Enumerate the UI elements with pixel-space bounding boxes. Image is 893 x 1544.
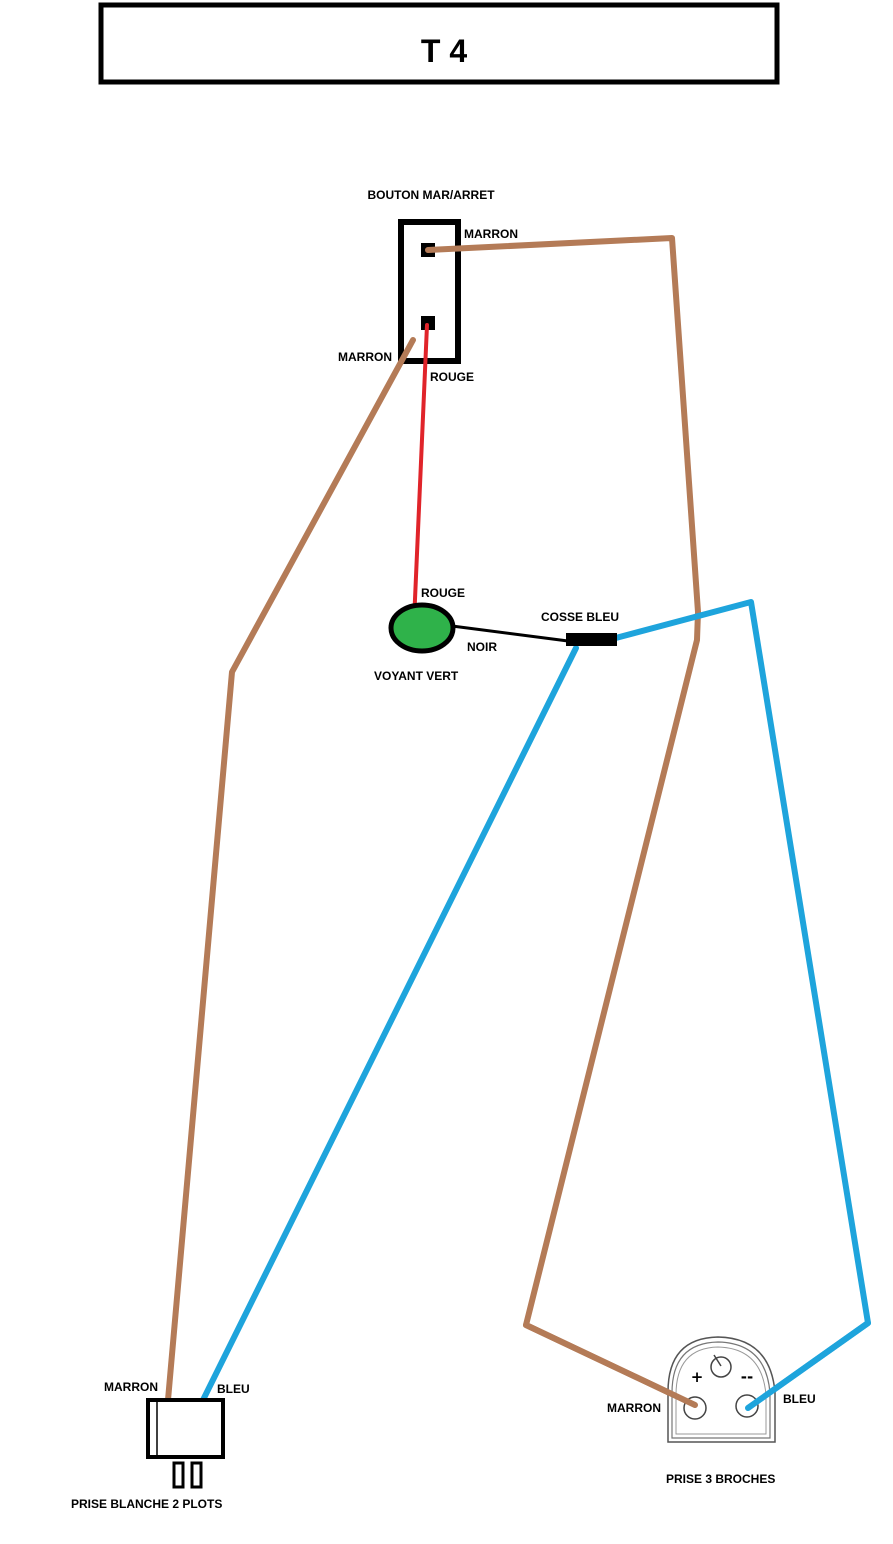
socket-earth-pin bbox=[710, 1356, 732, 1378]
green-lamp bbox=[388, 602, 456, 654]
lamp-label: VOYANT VERT bbox=[374, 669, 459, 683]
title-box: T 4 bbox=[98, 2, 780, 85]
socket-bleu-label: BLEU bbox=[783, 1392, 816, 1406]
page-title: T 4 bbox=[421, 33, 467, 69]
plug-marron-label: MARRON bbox=[104, 1380, 158, 1394]
switch-terminal-bottom bbox=[421, 316, 435, 330]
socket-label: PRISE 3 BROCHES bbox=[666, 1472, 775, 1486]
switch bbox=[398, 219, 461, 364]
lamp-noir-label: NOIR bbox=[467, 640, 497, 654]
socket-marron-label: MARRON bbox=[607, 1401, 661, 1415]
switch-label: BOUTON MAR/ARRET bbox=[367, 188, 495, 202]
blue-connector bbox=[566, 633, 617, 646]
wire-rouge bbox=[412, 323, 429, 624]
plug-pin-left bbox=[172, 1461, 185, 1489]
plug-body bbox=[146, 1398, 225, 1459]
plug-pin-right bbox=[190, 1461, 203, 1489]
wire-noir bbox=[451, 624, 569, 643]
plug-2-pin bbox=[146, 1398, 225, 1489]
wire-marron-switch-to-plug bbox=[165, 337, 416, 1403]
wire-marron-switch-to-socket bbox=[425, 235, 701, 1408]
wire-bleu-to-plug bbox=[199, 645, 579, 1405]
switch-bottom-marron-label: MARRON bbox=[338, 350, 392, 364]
plug-bleu-label: BLEU bbox=[217, 1382, 250, 1396]
connector-label: COSSE BLEU bbox=[541, 610, 619, 624]
plug-label: PRISE BLANCHE 2 PLOTS bbox=[71, 1497, 222, 1511]
wire-bleu-to-socket bbox=[609, 599, 871, 1411]
switch-top-marron-label: MARRON bbox=[464, 227, 518, 241]
socket-3-pin: + -- bbox=[667, 1336, 776, 1443]
switch-rouge-label: ROUGE bbox=[430, 370, 474, 384]
lamp-rouge-label: ROUGE bbox=[421, 586, 465, 600]
socket-minus-symbol: -- bbox=[741, 1368, 753, 1386]
socket-plus-symbol: + bbox=[691, 1368, 704, 1386]
